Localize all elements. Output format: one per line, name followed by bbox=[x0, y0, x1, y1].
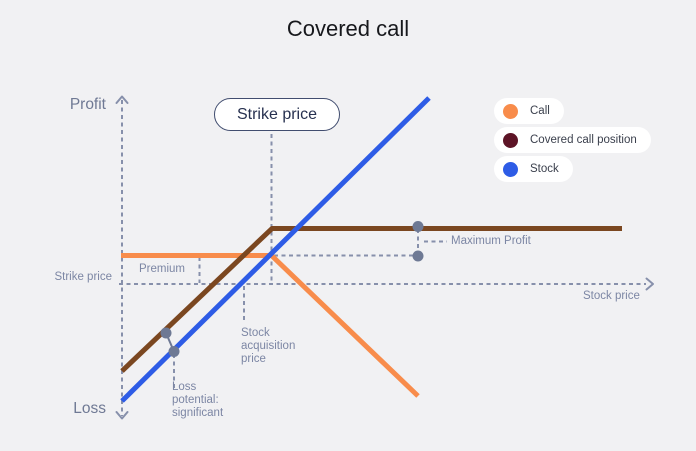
x-axis-right-arrow-icon bbox=[645, 277, 654, 291]
strike-price-box: Strike price bbox=[214, 98, 340, 131]
loss-potential-label: Loss potential: significant bbox=[172, 381, 223, 420]
legend: Call Covered call position Stock bbox=[494, 98, 651, 182]
y-axis-up-arrow-icon bbox=[115, 95, 129, 104]
strike-price-box-label: Strike price bbox=[236, 105, 318, 123]
loss-potential-line-2: potential: bbox=[172, 393, 219, 406]
maximum-profit-label: Maximum Profit bbox=[451, 235, 531, 247]
loss-potential-line-1: Loss bbox=[172, 381, 197, 393]
call-color-dot-icon bbox=[503, 103, 518, 119]
covered-call-color-dot-icon bbox=[503, 132, 518, 148]
stock-acquisition-label: Stock acquisition price bbox=[241, 327, 295, 366]
stock-acquisition-line-3: price bbox=[241, 352, 266, 365]
max-profit-top-dot bbox=[412, 221, 424, 232]
stock-acquisition-line-1: Stock bbox=[241, 327, 270, 339]
stock-color-dot-icon bbox=[503, 161, 518, 177]
loss-potential-line-3: significant bbox=[172, 406, 224, 419]
y-axis-down-arrow-icon bbox=[115, 411, 129, 420]
covered-call-payoff-line bbox=[120, 226, 622, 373]
call-payoff-line bbox=[121, 253, 420, 398]
loss-potential-top-dot bbox=[160, 327, 172, 339]
strike-price-axis-label: Strike price bbox=[54, 271, 112, 283]
stock-price-axis-label: Stock price bbox=[583, 290, 640, 302]
loss-potential-bottom-dot bbox=[168, 346, 180, 357]
profit-axis-label: Profit bbox=[69, 96, 106, 113]
max-profit-bottom-dot bbox=[412, 250, 424, 262]
stock-acquisition-line-2: acquisition bbox=[241, 339, 296, 352]
legend-item-covered-call-position: Covered call position bbox=[494, 127, 651, 153]
legend-item-call: Call bbox=[494, 98, 564, 124]
page-title: Covered call bbox=[286, 16, 410, 41]
legend-label-covered-call-position: Covered call position bbox=[530, 134, 637, 146]
premium-label: Premium bbox=[139, 263, 186, 275]
loss-axis-label: Loss bbox=[73, 400, 106, 417]
legend-label-call: Call bbox=[530, 105, 550, 117]
legend-label-stock: Stock bbox=[530, 163, 559, 175]
legend-item-stock: Stock bbox=[494, 156, 573, 182]
